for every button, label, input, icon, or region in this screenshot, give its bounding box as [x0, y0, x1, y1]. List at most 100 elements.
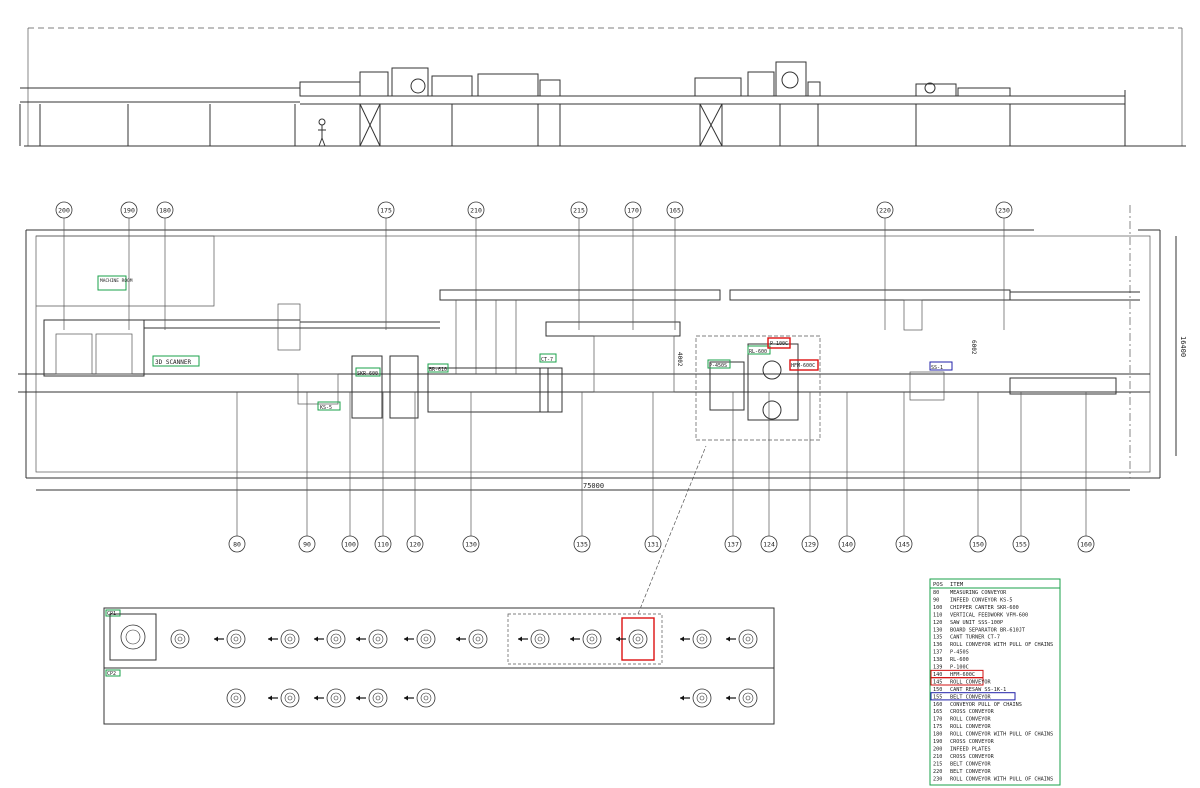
legend-item: ROLL CONVEYOR WITH PULL OF CHAINS	[950, 732, 1053, 738]
log-section-icon	[326, 688, 346, 708]
log-section-icon	[368, 629, 388, 649]
dim-length: 75000	[583, 482, 604, 490]
legend-pos: 215	[933, 761, 942, 767]
legend-item: MEASURING CONVEYOR	[950, 590, 1007, 596]
legend-item: ROLL CONVEYOR	[950, 717, 991, 723]
legend-item: HFM-600C	[950, 672, 975, 678]
dim-d2: 4002	[676, 352, 683, 367]
legend-pos: 190	[933, 739, 942, 745]
balloon-120	[406, 535, 424, 553]
legend-item: CHIPPER CANTER SKR-600	[950, 605, 1019, 611]
legend-pos: 140	[933, 672, 942, 678]
balloon-label: 215	[573, 207, 585, 215]
tag-rl600: RL-600	[749, 349, 767, 355]
legend-item: ROLL CONVEYOR	[950, 724, 991, 730]
legend-item: BELT CONVEYOR	[950, 769, 991, 775]
legend-pos: 200	[933, 746, 942, 752]
balloon-label: 200	[58, 207, 70, 215]
balloon-label: 135	[576, 541, 588, 549]
dim-d1: 6002	[970, 340, 977, 355]
log-section-icon	[280, 629, 300, 649]
log-end-icon	[120, 624, 146, 650]
legend-pos: 180	[933, 732, 942, 738]
legend-item: BELT CONVEYOR	[950, 694, 991, 700]
dim-width: 16400	[1179, 336, 1187, 357]
legend-item: INFEED CONVEYOR KS-5	[950, 597, 1012, 603]
legend-pos: 170	[933, 717, 942, 723]
balloon-110	[374, 535, 392, 553]
flow-icons	[120, 624, 758, 708]
balloon-220	[876, 201, 894, 219]
balloon-label: 160	[1080, 541, 1092, 549]
legend-item: INFEED PLATES	[950, 746, 991, 752]
balloon-label: 110	[377, 541, 389, 549]
log-section-icon	[692, 629, 712, 649]
balloon-130	[462, 535, 480, 553]
log-section-icon	[628, 629, 648, 649]
legend-pos: 120	[933, 620, 942, 626]
balloon-label: 140	[841, 541, 853, 549]
legend-pos: 150	[933, 687, 942, 693]
legend-item: CROSS CONVEYOR	[950, 739, 995, 745]
legend-item: BOARD SEPARATOR BR-610JT	[950, 627, 1025, 633]
tag-br: BR-610	[429, 367, 447, 373]
balloon-165	[666, 201, 684, 219]
balloon-210	[467, 201, 485, 219]
balloon-label: 155	[1015, 541, 1027, 549]
legend-item: BELT CONVEYOR	[950, 761, 991, 767]
balloon-80	[228, 535, 246, 553]
legend-item: P-450S	[950, 650, 969, 656]
elevation-view	[19, 27, 1186, 147]
legend-pos: 155	[933, 694, 942, 700]
tag-p450s: P-450S	[709, 363, 727, 369]
tag-scanner: 3D SCANNER	[155, 359, 192, 366]
legend-item: RL-600	[950, 657, 969, 663]
legend-pos: 165	[933, 709, 942, 715]
balloon-215	[570, 201, 588, 219]
balloon-label: 150	[972, 541, 984, 549]
log-section-icon	[368, 688, 388, 708]
log-section-icon	[692, 688, 712, 708]
balloon-155	[1012, 535, 1030, 553]
legend-item: SAW UNIT SSS-100P	[950, 620, 1003, 626]
tag-ss1: SS-1	[931, 365, 943, 371]
log-section-icon	[530, 629, 550, 649]
balloon-label: 131	[647, 541, 659, 549]
balloon-200	[55, 201, 73, 219]
legend-pos: 175	[933, 724, 942, 730]
balloon-180	[156, 201, 174, 219]
legend-item: P-100C	[950, 665, 969, 671]
legend-pos: 230	[933, 776, 942, 782]
legend-pos: 160	[933, 702, 942, 708]
legend-pos: 100	[933, 605, 942, 611]
balloon-label: 124	[763, 541, 775, 549]
flow-panel: CP1 CP2	[103, 445, 775, 725]
log-section-icon	[738, 629, 758, 649]
balloon-145	[895, 535, 913, 553]
tag-p100c: P-100C	[770, 341, 788, 347]
balloon-129	[801, 535, 819, 553]
legend-item: VERTICAL FEEDWORK VFM-600	[950, 612, 1028, 618]
balloon-label: 220	[879, 207, 891, 215]
legend-item: ROLL CONVEYOR WITH PULL OF CHAINS	[950, 776, 1053, 782]
tag-skr: SKR-600	[357, 371, 378, 377]
balloon-label: 80	[233, 541, 241, 549]
legend-item: CONVEYOR PULL OF CHAINS	[950, 702, 1022, 708]
balloon-131	[644, 535, 662, 553]
balloon-label: 170	[627, 207, 639, 215]
legend-item: ROLL CONVEYOR WITH PULL OF CHAINS	[950, 642, 1053, 648]
balloon-label: 100	[344, 541, 356, 549]
balloon-label: 190	[123, 207, 135, 215]
log-section-icon	[326, 629, 346, 649]
legend-pos: 138	[933, 657, 942, 663]
flow-row2-label: CP2	[107, 671, 116, 677]
legend-item: CROSS CONVEYOR	[950, 754, 995, 760]
legend-item: CANT RESAW SS-1K-1	[950, 687, 1006, 693]
balloon-label: 230	[998, 207, 1010, 215]
legend-pos: 210	[933, 754, 942, 760]
balloon-label: 210	[470, 207, 482, 215]
balloon-label: 165	[669, 207, 681, 215]
log-section-icon	[170, 629, 190, 649]
